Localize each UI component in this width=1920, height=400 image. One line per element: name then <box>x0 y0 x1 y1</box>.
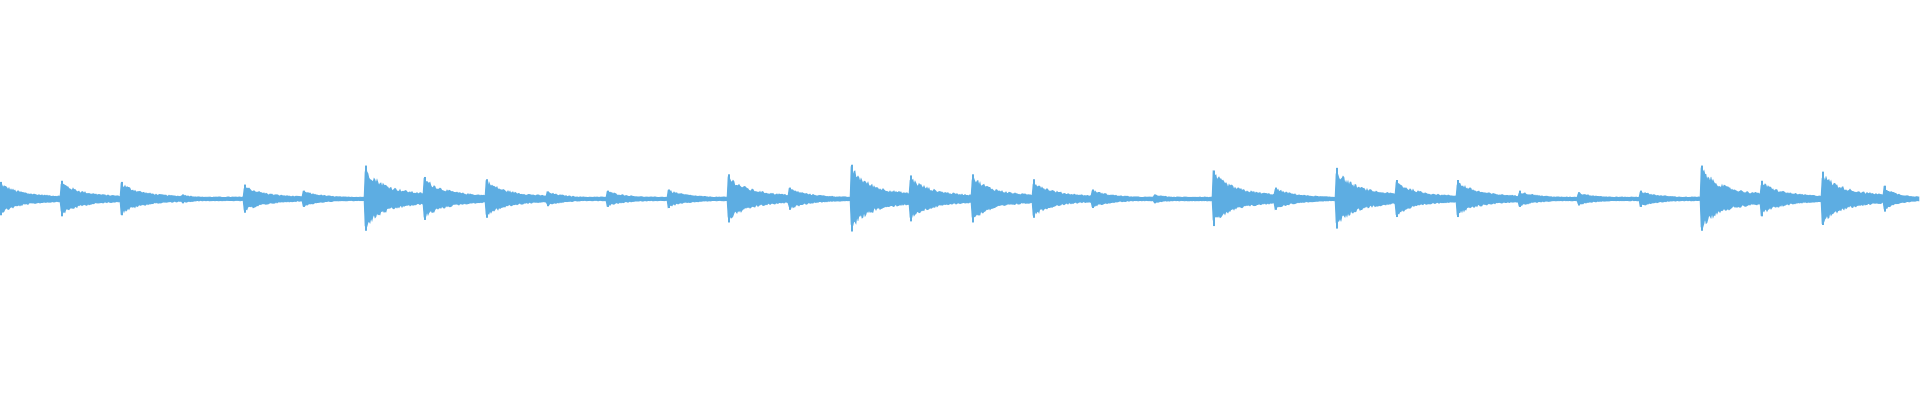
waveform-shapes <box>0 164 1920 232</box>
waveform-path <box>0 164 1920 229</box>
